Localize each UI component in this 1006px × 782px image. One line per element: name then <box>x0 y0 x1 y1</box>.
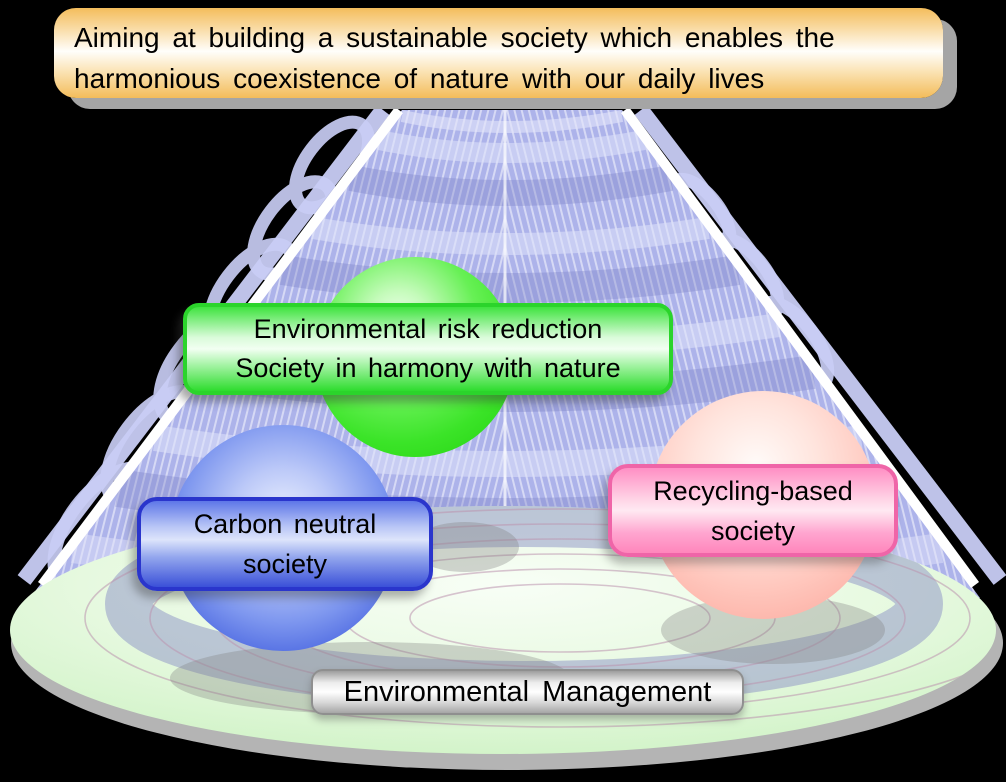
carbon-neutral-label: Carbon neutral society <box>137 497 433 591</box>
recycling-based-line-1: Recycling-based <box>653 475 853 506</box>
recycling-based-label: Recycling-based society <box>608 464 898 557</box>
environmental-risk-label: Environmental risk reduction Society in … <box>183 303 673 395</box>
carbon-neutral-line-2: society <box>242 549 328 579</box>
title-banner: Aiming at building a sustainable society… <box>54 8 943 98</box>
title-line-1: Aiming at building a sustainable society… <box>74 22 835 53</box>
title-line-2: harmonious coexistence of nature with ou… <box>74 63 765 94</box>
carbon-neutral-line-1: Carbon neutral <box>193 509 377 539</box>
environmental-risk-line-1: Environmental risk reduction <box>253 314 603 344</box>
environmental-management-label: Environmental Management <box>311 669 744 715</box>
recycling-based-line-2: society <box>710 515 796 546</box>
environmental-risk-line-2: Society in harmony with nature <box>235 353 621 383</box>
environmental-management-text: Environmental Management <box>343 675 712 708</box>
